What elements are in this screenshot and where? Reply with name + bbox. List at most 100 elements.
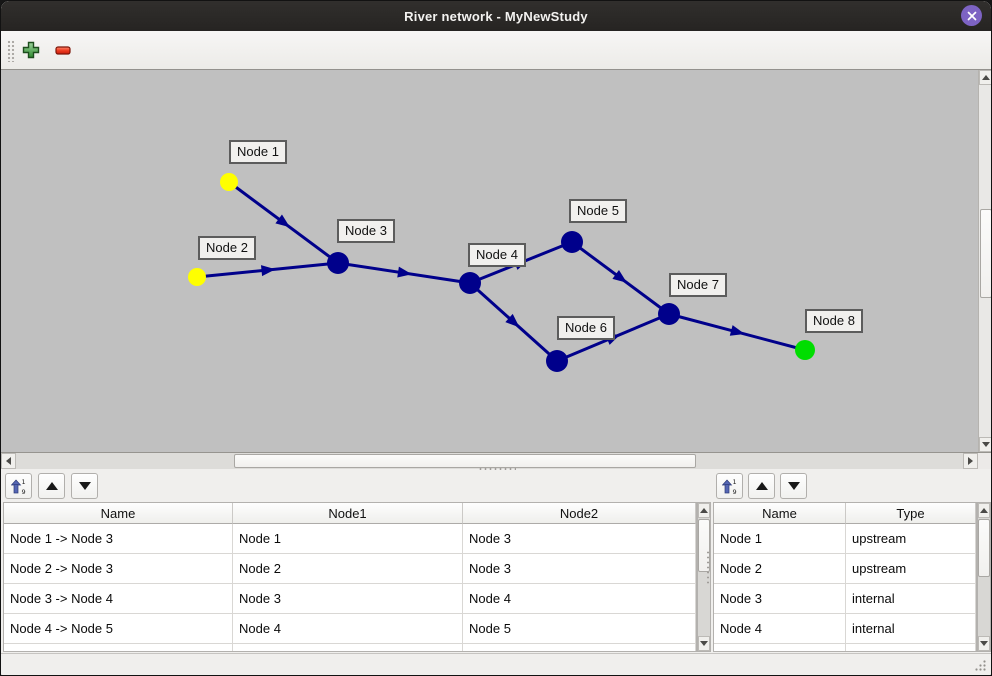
branch-move-down-button[interactable]	[71, 473, 98, 499]
move-down-icon	[787, 482, 800, 490]
svg-text:1: 1	[733, 478, 737, 486]
network-node[interactable]	[561, 231, 583, 253]
column-header[interactable]: Node2	[463, 503, 696, 524]
node-sort-button[interactable]: 1 9	[716, 473, 743, 499]
node-label: Node 2	[198, 236, 256, 260]
table-cell[interactable]: Node 4 -> Node 5	[4, 614, 233, 644]
add-plus-icon	[22, 41, 40, 59]
close-button[interactable]	[961, 5, 982, 26]
svg-text:9: 9	[733, 488, 737, 495]
branch-sort-button[interactable]: 1 9	[5, 473, 32, 499]
network-node[interactable]	[795, 340, 815, 360]
table-row[interactable]	[4, 644, 696, 651]
table-cell[interactable]: internal	[846, 614, 976, 644]
table-cell[interactable]: Node 4	[463, 584, 696, 614]
move-up-icon	[755, 482, 768, 490]
sort-ascending-icon: 1 9	[11, 478, 26, 495]
resize-grip-icon[interactable]	[973, 658, 987, 672]
canvas-horizontal-scrollbar[interactable]	[1, 452, 991, 469]
scroll-down-button[interactable]	[979, 437, 991, 452]
network-node[interactable]	[658, 303, 680, 325]
table-cell[interactable]	[463, 644, 696, 651]
scroll-up-button[interactable]	[698, 503, 710, 518]
table-cell[interactable]: Node 2	[714, 554, 846, 584]
node-label: Node 5	[569, 199, 627, 223]
canvas-vscroll-thumb[interactable]	[980, 209, 991, 298]
toolbar-drag-handle[interactable]	[7, 40, 15, 62]
table-cell[interactable]: Node 3	[463, 524, 696, 554]
column-header[interactable]: Type	[846, 503, 976, 524]
table-cell[interactable]: Node 3	[714, 584, 846, 614]
scroll-right-button[interactable]	[963, 453, 978, 469]
table-cell[interactable]	[714, 644, 846, 651]
column-header[interactable]: Node1	[233, 503, 463, 524]
canvas-vertical-scrollbar[interactable]	[978, 70, 991, 452]
vertical-splitter-handle[interactable]	[706, 550, 711, 584]
remove-button[interactable]	[50, 37, 76, 63]
table-cell[interactable]: Node 2	[233, 554, 463, 584]
network-node[interactable]	[459, 272, 481, 294]
node-move-down-button[interactable]	[780, 473, 807, 499]
table-cell[interactable]: Node 4	[233, 614, 463, 644]
table-cell[interactable]: Node 1 -> Node 3	[4, 524, 233, 554]
node-label: Node 8	[805, 309, 863, 333]
scroll-left-button[interactable]	[1, 453, 16, 469]
node-table-scrollbar[interactable]	[977, 502, 991, 652]
node-label: Node 3	[337, 219, 395, 243]
table-cell[interactable]	[846, 644, 976, 651]
scrollbar-corner	[978, 453, 991, 469]
table-row[interactable]	[714, 644, 976, 651]
add-button[interactable]	[18, 37, 44, 63]
table-cell[interactable]: Node 1	[233, 524, 463, 554]
table-cell[interactable]: upstream	[846, 524, 976, 554]
network-node[interactable]	[327, 252, 349, 274]
arrow-down-icon	[700, 641, 708, 646]
network-node[interactable]	[546, 350, 568, 372]
scroll-down-button[interactable]	[978, 636, 990, 651]
table-cell[interactable]: Node 3	[463, 554, 696, 584]
main-toolbar	[1, 31, 991, 70]
table-cell[interactable]: Node 3	[233, 584, 463, 614]
edge-arrowhead-icon	[729, 325, 745, 336]
table-cell[interactable]: Node 5	[463, 614, 696, 644]
horizontal-splitter-handle[interactable]	[478, 467, 516, 472]
window-title: River network - MyNewStudy	[404, 8, 588, 24]
table-cell[interactable]: Node 3 -> Node 4	[4, 584, 233, 614]
table-cell[interactable]	[233, 644, 463, 651]
edge-arrowhead-icon	[505, 313, 520, 328]
edge-arrowhead-icon	[397, 266, 412, 278]
branch-move-up-button[interactable]	[38, 473, 65, 499]
table-cell[interactable]: Node 4	[714, 614, 846, 644]
arrow-up-icon	[982, 75, 990, 80]
table-cell[interactable]: internal	[846, 584, 976, 614]
table-cell[interactable]: Node 1	[714, 524, 846, 554]
table-cell[interactable]: upstream	[846, 554, 976, 584]
node-scroll-thumb[interactable]	[978, 519, 990, 577]
network-node[interactable]	[188, 268, 206, 286]
node-move-up-button[interactable]	[748, 473, 775, 499]
table-cell[interactable]	[4, 644, 233, 651]
river-network-diagram	[188, 173, 815, 372]
titlebar[interactable]: River network - MyNewStudy	[1, 1, 991, 31]
scroll-up-button[interactable]	[978, 503, 990, 518]
column-header[interactable]: Name	[714, 503, 846, 524]
column-header[interactable]: Name	[4, 503, 233, 524]
canvas-hscroll-thumb[interactable]	[234, 454, 696, 468]
scroll-up-button[interactable]	[979, 70, 991, 85]
network-node[interactable]	[220, 173, 238, 191]
scroll-down-button[interactable]	[698, 636, 710, 651]
remove-minus-icon	[55, 46, 71, 55]
table-cell[interactable]: Node 2 -> Node 3	[4, 554, 233, 584]
